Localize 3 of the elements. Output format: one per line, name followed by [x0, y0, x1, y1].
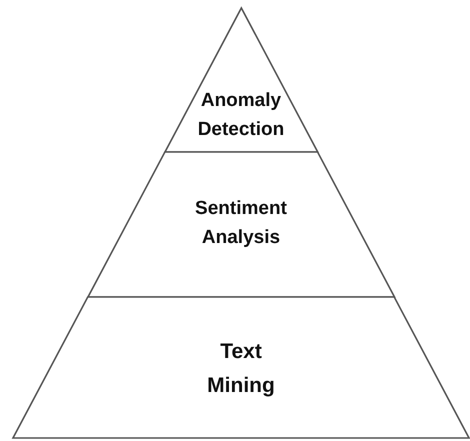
tier-label: Anomaly Detection [196, 89, 286, 142]
tier-label: Text Mining [206, 339, 276, 399]
tier-label: Sentiment Analysis [194, 197, 288, 250]
